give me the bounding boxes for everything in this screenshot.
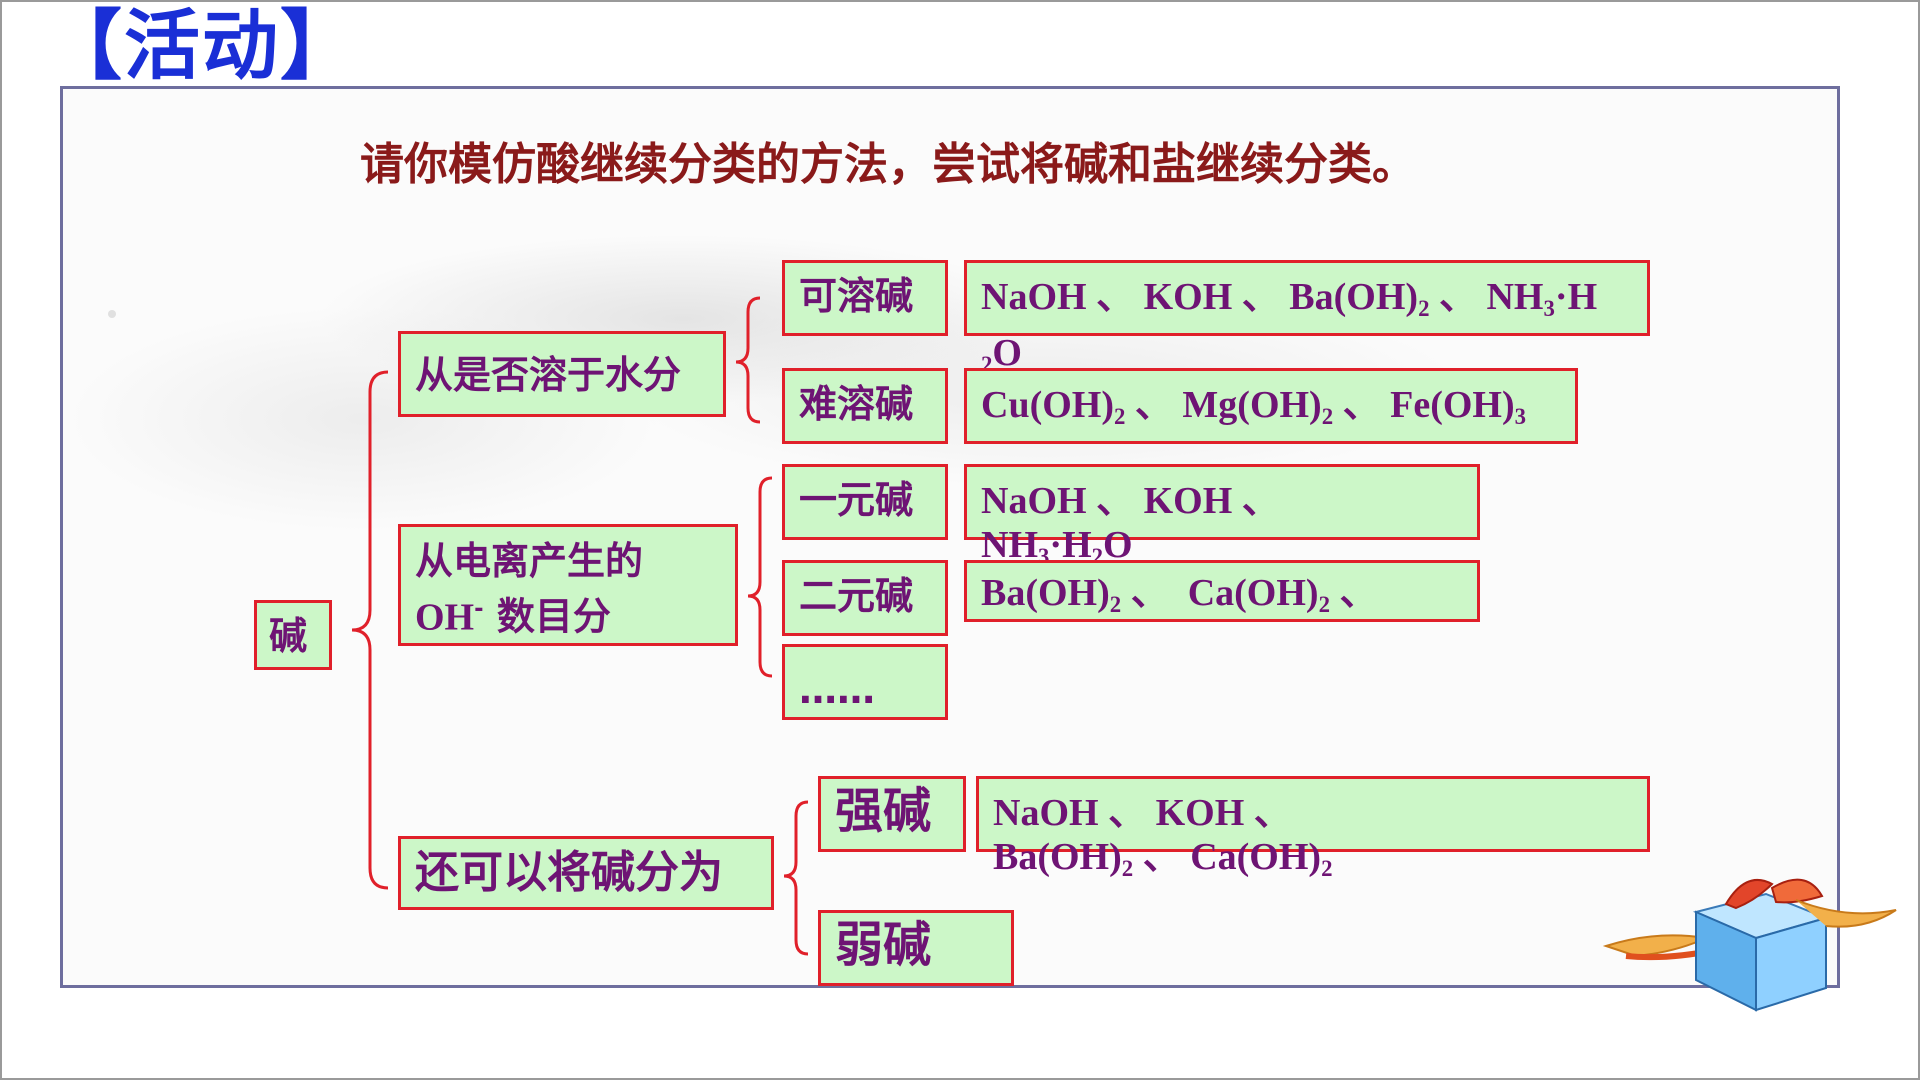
formula-baoh2: Ba(OH) — [1289, 276, 1419, 318]
examples-insoluble: Cu(OH)2 、 Mg(OH)2 、 Fe(OH)3 — [964, 368, 1578, 444]
root-bracket — [351, 370, 389, 890]
formula-caoh2: Ca(OH) — [1190, 836, 1322, 878]
formula-caoh2: Ca(OH) — [1187, 572, 1319, 614]
formula-naoh: NaOH — [981, 480, 1087, 522]
subscript: 2 — [1121, 855, 1134, 881]
category-soluble-label: 可溶碱 — [799, 274, 914, 318]
formula-part: O — [992, 331, 1022, 374]
formula-naoh: NaOH — [993, 792, 1099, 834]
formula-mgoh2: Mg(OH) — [1182, 384, 1322, 426]
formula-koh: KOH — [1143, 276, 1233, 318]
separator: 、 — [1108, 792, 1147, 834]
separator: 、 — [1339, 572, 1378, 614]
category-insoluble: 难溶碱 — [782, 368, 948, 444]
examples-monobasic: NaOH 、 KOH 、 NH3·H2O — [964, 464, 1480, 569]
formula-naoh: NaOH — [981, 276, 1087, 318]
subscript: 3 — [1514, 403, 1527, 429]
category-more: …… — [782, 644, 948, 720]
examples-soluble: NaOH 、 KOH 、 Ba(OH)2 、 NH3·H 2O — [964, 260, 1650, 377]
subscript: 2 — [1109, 591, 1122, 617]
formula-koh: KOH — [1155, 792, 1245, 834]
group2-bracket — [747, 476, 773, 678]
subscript: 2 — [1418, 295, 1430, 321]
subscript: 2 — [981, 351, 993, 377]
subscript: 2 — [1114, 403, 1126, 429]
separator: 、 — [1253, 792, 1292, 834]
criterion-solubility: 从是否溶于水分 — [398, 331, 726, 417]
category-weak-label: 弱碱 — [835, 917, 932, 973]
activity-tag: 【活动】 — [46, 1, 358, 90]
separator: 、 — [1130, 572, 1169, 614]
formula-part: O — [1103, 524, 1133, 566]
examples-strong: NaOH 、 KOH 、 Ba(OH)2 、 Ca(OH)2 — [976, 776, 1650, 881]
criterion-ionization-line1: 从电离产生的 — [415, 539, 644, 583]
root-node: 碱 — [254, 600, 332, 670]
subscript: 2 — [1321, 855, 1333, 881]
criterion-ionization: 从电离产生的 OH- 数目分 — [398, 524, 738, 646]
separator: 、 — [1438, 276, 1477, 318]
subscript: 3 — [1038, 543, 1050, 569]
criterion-solubility-label: 从是否溶于水分 — [415, 353, 682, 397]
criterion-strength-label: 还可以将碱分为 — [415, 847, 723, 898]
superscript: - — [474, 596, 484, 622]
instruction-text: 请你模仿酸继续分类的方法，尝试将碱和盐继续分类。 — [360, 139, 1416, 190]
separator: 、 — [1142, 836, 1181, 878]
formula-baoh2: Ba(OH) — [993, 836, 1122, 878]
subscript: 2 — [1321, 403, 1334, 429]
separator: 、 — [1241, 480, 1280, 522]
category-insoluble-label: 难溶碱 — [799, 382, 914, 426]
formula-nh3h2o: NH — [981, 524, 1038, 566]
decorative-dot — [108, 310, 116, 318]
root-label: 碱 — [269, 614, 308, 658]
separator: 、 — [1096, 480, 1135, 522]
category-monobasic: 一元碱 — [782, 464, 948, 540]
formula-koh: KOH — [1143, 480, 1233, 522]
group1-bracket — [735, 296, 761, 424]
separator: 、 — [1342, 384, 1381, 426]
formula-feoh3: Fe(OH) — [1390, 384, 1515, 426]
formula-part: ·H — [1049, 524, 1092, 566]
formula-baoh2: Ba(OH) — [981, 572, 1110, 614]
formula-part: ·H — [1554, 276, 1598, 318]
gift-box-illustration — [1602, 878, 1897, 1012]
category-monobasic-label: 一元碱 — [799, 478, 914, 522]
group3-bracket — [783, 800, 809, 956]
examples-dibasic: Ba(OH)2 、 Ca(OH)2 、 — [964, 560, 1480, 622]
subscript: 2 — [1091, 543, 1104, 569]
formula-nh3h2o: NH — [1486, 276, 1544, 318]
category-weak: 弱碱 — [818, 910, 1014, 986]
category-dibasic-label: 二元碱 — [799, 574, 914, 618]
category-dibasic: 二元碱 — [782, 560, 948, 636]
separator: 、 — [1096, 276, 1135, 318]
criterion-ionization-line2: 数目分 — [496, 594, 611, 639]
separator: 、 — [1134, 384, 1173, 426]
criterion-ionization-oh: OH — [415, 596, 475, 639]
category-strong-label: 强碱 — [835, 783, 932, 839]
criterion-strength: 还可以将碱分为 — [398, 836, 774, 910]
separator: 、 — [1241, 276, 1280, 318]
formula-cuoh2: Cu(OH) — [981, 384, 1114, 426]
subscript: 2 — [1318, 591, 1330, 617]
category-strong: 强碱 — [818, 776, 966, 852]
category-soluble: 可溶碱 — [782, 260, 948, 336]
subscript: 3 — [1543, 295, 1555, 321]
category-more-label: …… — [799, 668, 875, 712]
